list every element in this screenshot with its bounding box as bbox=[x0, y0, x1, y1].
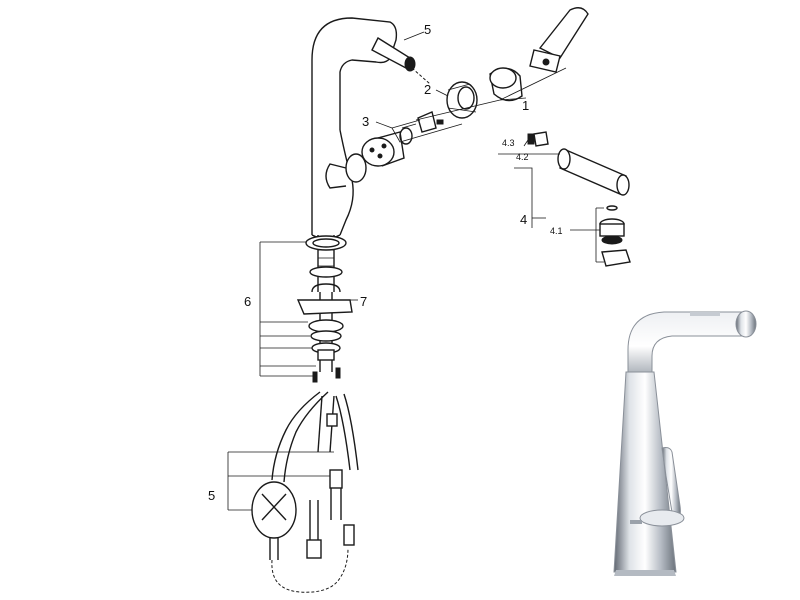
callout-4-1: 4.1 bbox=[550, 226, 563, 236]
callout-4-2: 4.2 bbox=[516, 152, 529, 162]
top-exploded-parts bbox=[361, 7, 589, 167]
faucet-product-photo bbox=[613, 310, 757, 576]
hoses-drawing bbox=[251, 391, 359, 593]
callout-7: 7 bbox=[360, 294, 367, 309]
spray-head-drawing bbox=[527, 131, 631, 267]
callout-4: 4 bbox=[520, 212, 527, 227]
mounting-set-drawing bbox=[296, 235, 353, 383]
callout-2: 2 bbox=[424, 82, 431, 97]
callout-5-top: 5 bbox=[424, 22, 431, 37]
faucet-body-drawing bbox=[311, 17, 398, 372]
callout-5-bottom: 5 bbox=[208, 488, 215, 503]
callout-4-3: 4.3 bbox=[502, 138, 515, 148]
callout-1: 1 bbox=[522, 98, 529, 113]
callout-3: 3 bbox=[362, 114, 369, 129]
leader-lines bbox=[227, 31, 604, 511]
callout-6: 6 bbox=[244, 294, 251, 309]
